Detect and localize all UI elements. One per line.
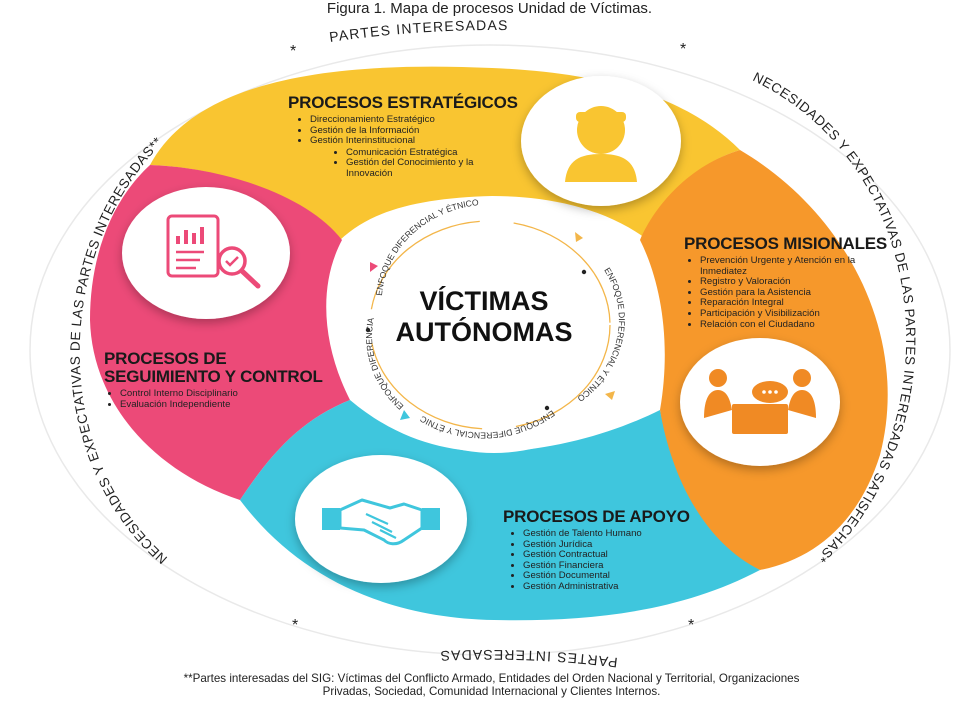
list-item: Gestión Documental bbox=[523, 571, 690, 582]
estrategicos-sublist: Comunicación Estratégica Gestión del Con… bbox=[288, 147, 496, 180]
seguimiento-title-line2: SEGUIMIENTO Y CONTROL bbox=[104, 367, 323, 386]
star-marker-top-right: * bbox=[680, 41, 686, 58]
misionales-title: PROCESOS MISIONALES bbox=[684, 234, 888, 253]
list-item: Participación y Visibilización bbox=[700, 308, 876, 320]
person-icon bbox=[521, 76, 681, 206]
list-item: Reparación Integral bbox=[700, 298, 876, 309]
list-item: Gestión del Conocimiento y la Innovación bbox=[346, 158, 496, 179]
list-item: Gestión Financiera bbox=[523, 560, 690, 572]
seguimiento-list: Control Interno Disciplinario Evaluación… bbox=[104, 388, 334, 411]
star-marker-bottom-left: * bbox=[292, 617, 298, 634]
meeting-icon bbox=[680, 338, 840, 466]
ring-arrow-top bbox=[575, 232, 583, 242]
footnote-line1: **Partes interesadas del SIG: Víctimas d… bbox=[183, 672, 800, 685]
center-disc bbox=[344, 197, 644, 453]
list-item: Prevención Urgente y Atención en la Inme… bbox=[700, 255, 876, 277]
handshake-icon bbox=[295, 455, 467, 583]
processes-apoyo: PROCESOS DE APOYO Gestión de Talento Hum… bbox=[503, 508, 690, 593]
list-item: Comunicación Estratégica bbox=[346, 147, 496, 159]
list-item: Relación con el Ciudadano bbox=[700, 319, 876, 331]
center-title: VÍCTIMAS AUTÓNOMAS bbox=[392, 286, 576, 348]
list-item: Gestión Contractual bbox=[523, 550, 690, 561]
center-title-line1: VÍCTIMAS bbox=[419, 286, 549, 316]
footnote: **Partes interesadas del SIG: Víctimas d… bbox=[4, 672, 979, 698]
list-item: Registro y Valoración bbox=[700, 277, 876, 288]
processes-seguimiento: PROCESOS DE SEGUIMIENTO Y CONTROL Contro… bbox=[104, 350, 334, 410]
list-item: Gestión Administrativa bbox=[523, 581, 690, 593]
misionales-list: Prevención Urgente y Atención en la Inme… bbox=[684, 255, 876, 331]
outer-ellipse bbox=[29, 44, 951, 656]
list-item: Gestión de Talento Humano bbox=[523, 528, 690, 540]
estrategicos-title: PROCESOS ESTRATÉGICOS bbox=[288, 93, 518, 112]
process-map-diagram: ENFOQUE DIFERENCIAL Y ÉTNICO ENFOQUE DIF… bbox=[0, 0, 951, 668]
outer-text-bottom: PARTES INTERESADAS bbox=[439, 647, 618, 668]
center-title-line2: AUTÓNOMAS bbox=[395, 317, 573, 347]
analytics-magnifier-icon bbox=[122, 187, 290, 319]
list-item: Evaluación Independiente bbox=[120, 399, 334, 411]
ring-arrow-right bbox=[605, 391, 615, 400]
ring-dot-2 bbox=[544, 405, 550, 411]
apoyo-title: PROCESOS DE APOYO bbox=[503, 507, 690, 526]
list-item: Gestión de la Información bbox=[310, 125, 518, 137]
footnote-line2: Privadas, Sociedad, Comunidad Internacio… bbox=[322, 685, 661, 698]
inner-ring bbox=[369, 220, 611, 430]
outer-text-top: PARTES INTERESADAS bbox=[328, 17, 508, 45]
star-marker-top-left: * bbox=[290, 43, 296, 60]
list-item: Control Interno Disciplinario bbox=[120, 388, 334, 400]
apoyo-list: Gestión de Talento Humano Gestión Jurídi… bbox=[503, 528, 690, 593]
seguimiento-title-line1: PROCESOS DE bbox=[104, 349, 227, 368]
star-marker-bottom-right: * bbox=[688, 617, 694, 634]
ring-dot-3 bbox=[365, 327, 371, 333]
list-item: Direccionamiento Estratégico bbox=[310, 114, 518, 126]
ring-arrow-bottom bbox=[400, 410, 410, 420]
list-item: Gestión Jurídica bbox=[523, 539, 690, 551]
processes-misionales: PROCESOS MISIONALES Prevención Urgente y… bbox=[684, 235, 894, 330]
list-item: Gestión para la Asistencia bbox=[700, 287, 876, 299]
ring-arrow-left bbox=[370, 262, 378, 272]
estrategicos-list: Direccionamiento Estratégico Gestión de … bbox=[288, 114, 518, 147]
list-item: Gestión Interinstitucional bbox=[310, 136, 518, 147]
ring-dot-1 bbox=[581, 269, 587, 275]
processes-estrategicos: PROCESOS ESTRATÉGICOS Direccionamiento E… bbox=[288, 94, 518, 180]
figure-caption: Figura 1. Mapa de procesos Unidad de Víc… bbox=[326, 0, 653, 17]
